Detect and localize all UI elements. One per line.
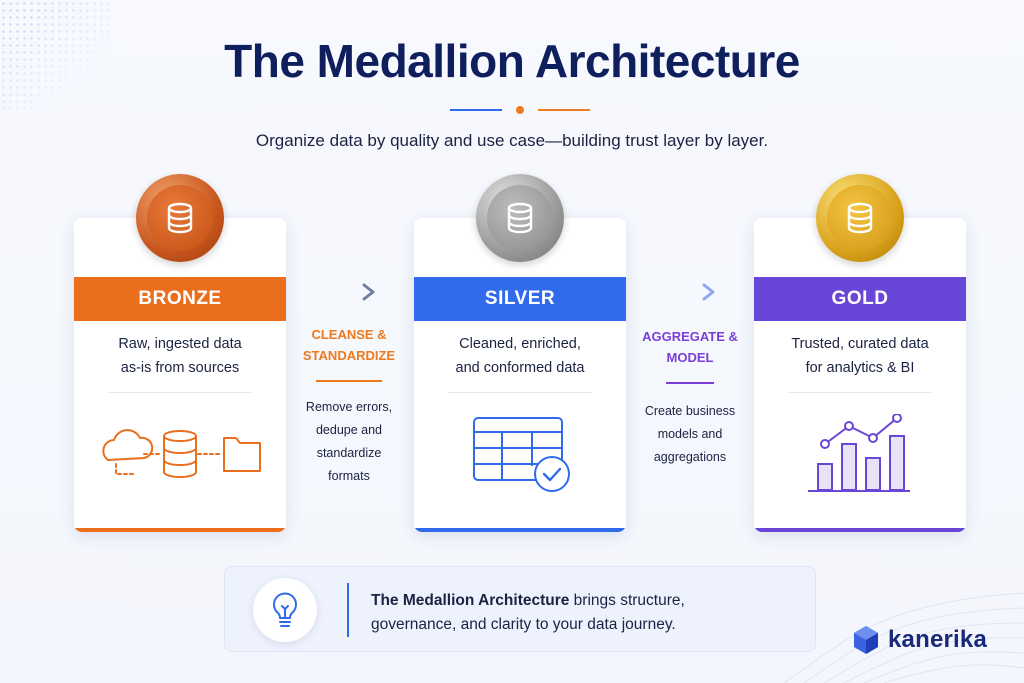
step-label-cleanse: CLEANSE & STANDARDIZE [302, 327, 396, 363]
arrow-right-icon [664, 283, 715, 301]
bar-line-chart-icon [808, 414, 910, 492]
layer-header-gold: GOLD [754, 277, 966, 321]
arrow-right-icon [324, 283, 375, 301]
database-icon [507, 202, 533, 234]
transition-step-aggregate: AGGREGATE & MODEL Create business models… [636, 282, 744, 482]
dot-pattern-decoration [0, 0, 110, 110]
step-label-aggregate: AGGREGATE & MODEL [642, 329, 738, 365]
layer-card-silver: SILVER Cleaned, enriched, and conformed … [414, 218, 626, 532]
gold-medal [816, 174, 904, 262]
title-underline-decoration [450, 104, 590, 116]
layer-description-bronze: Raw, ingested data as-is from sources [118, 336, 242, 376]
layer-header-silver: SILVER [414, 277, 626, 321]
page-subtitle: Organize data by quality and use case—bu… [255, 131, 769, 150]
transition-step-cleanse: CLEANSE & STANDARDIZE Remove errors, ded… [296, 282, 402, 492]
layer-description-silver: Cleaned, enriched, and conformed data [455, 336, 585, 376]
lightbulb-icon [273, 592, 297, 627]
step-text-cleanse: Remove errors, dedupe and standardize fo… [305, 400, 393, 483]
step-underline [316, 380, 382, 382]
cloud-database-folder-icon [102, 429, 261, 478]
layer-card-bronze: BRONZE Raw, ingested data as-is from sou… [74, 218, 286, 532]
lightbulb-badge [253, 578, 317, 642]
logo-text: kanerika [888, 626, 988, 653]
bronze-medal [136, 174, 224, 262]
layer-header-bronze: BRONZE [74, 277, 286, 321]
step-text-aggregate: Create business models and aggregations [644, 404, 736, 464]
database-icon [167, 202, 193, 234]
layer-description-gold: Trusted, curated data for analytics & BI [791, 336, 929, 376]
card-divider [108, 392, 252, 393]
callout-message: The Medallion Architecture brings struct… [371, 592, 685, 633]
layer-card-gold: GOLD Trusted, curated data for analytics… [754, 218, 966, 532]
card-divider [448, 392, 592, 393]
wave-lines-decoration [784, 592, 1024, 683]
table-check-icon [473, 417, 570, 492]
summary-callout: The Medallion Architecture brings struct… [224, 566, 816, 652]
kanerika-logo: kanerika [852, 624, 1012, 656]
silver-medal [476, 174, 564, 262]
database-icon [847, 202, 873, 234]
page-title: The Medallion Architecture [224, 35, 800, 87]
step-underline [666, 382, 714, 384]
card-divider [788, 392, 932, 393]
kanerika-logo-icon [854, 626, 878, 654]
callout-divider [347, 583, 349, 637]
